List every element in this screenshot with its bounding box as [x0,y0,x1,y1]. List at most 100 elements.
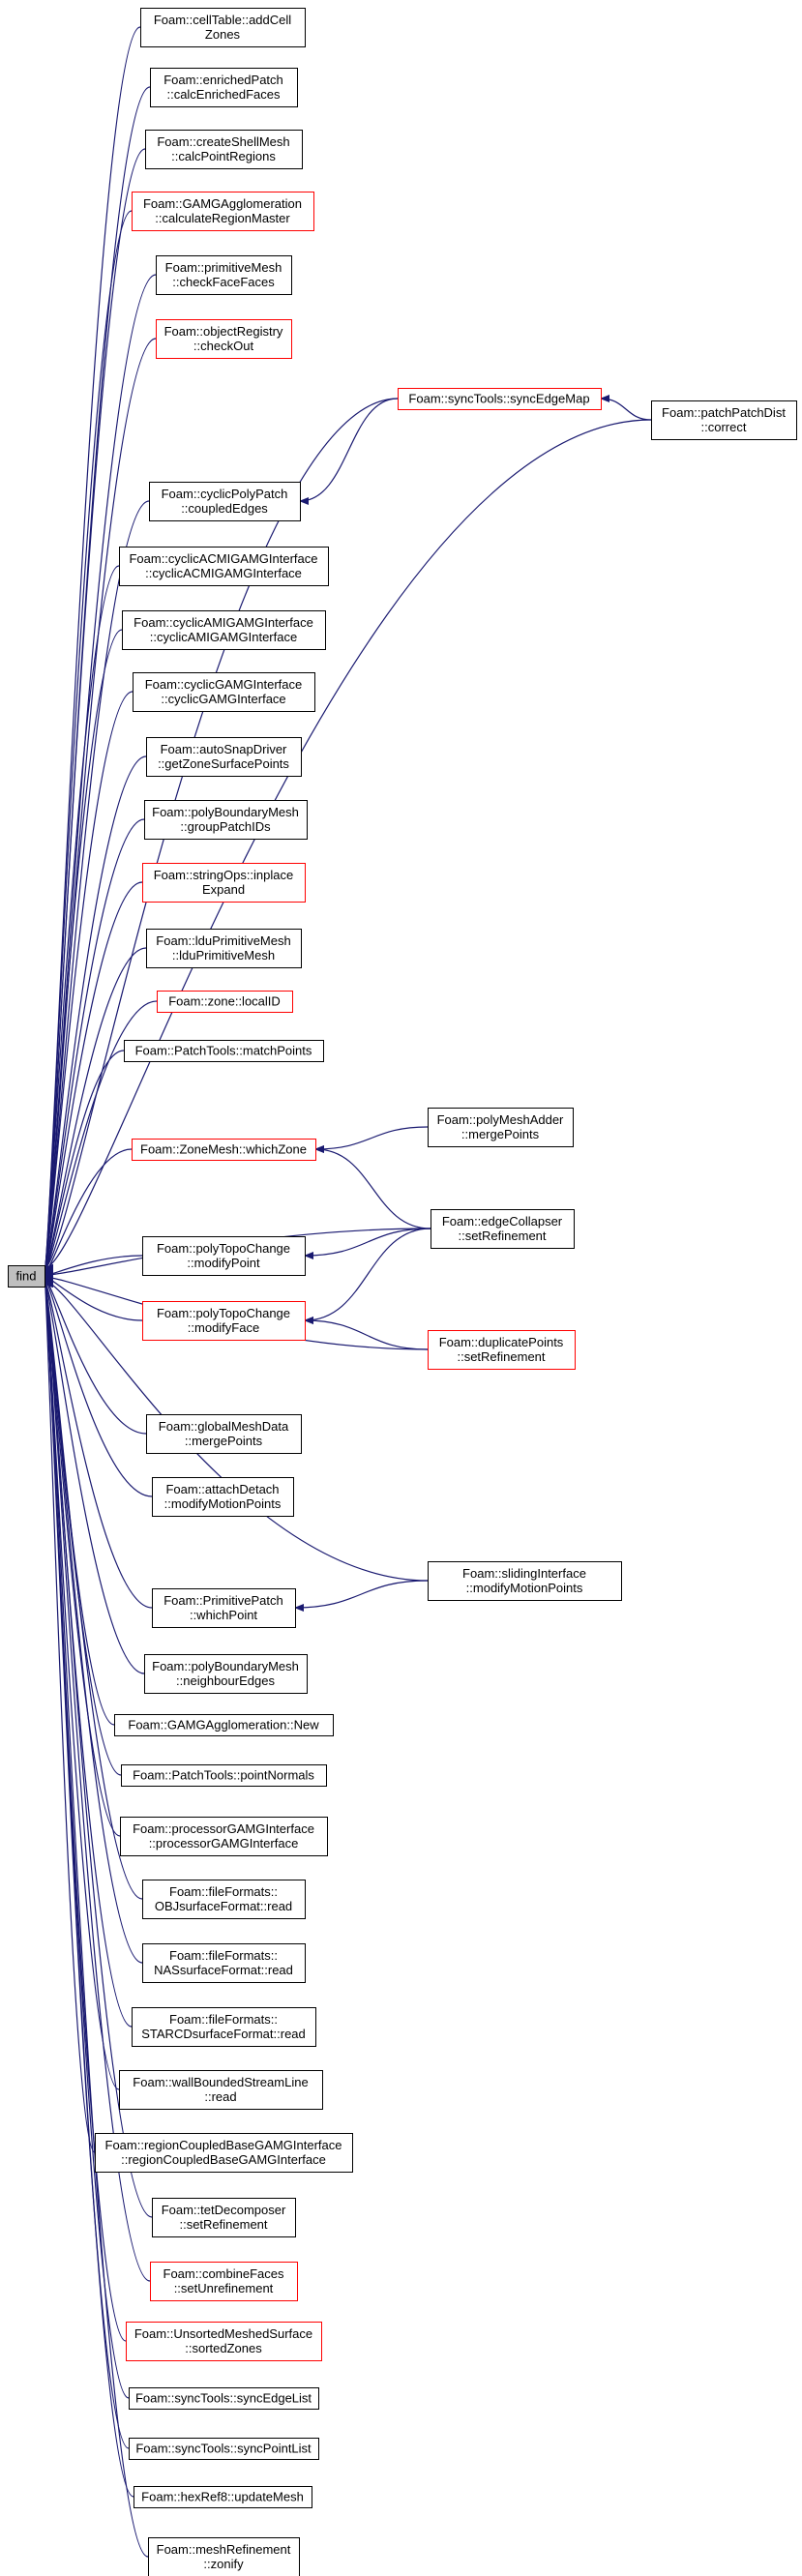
node-label: Foam::globalMeshData [159,1419,289,1434]
node-patchtools-matchpoints[interactable]: Foam::PatchTools::matchPoints [124,1040,324,1062]
node-regioncoupledbasegamginterface[interactable]: Foam::regionCoupledBaseGAMGInterface::re… [95,2133,353,2173]
node-find[interactable]: find [8,1265,45,1288]
node-label: ::setRefinement [458,1229,546,1243]
node-patchpatchdist-correct[interactable]: Foam::patchPatchDist::correct [651,400,797,440]
node-label: ::modifyMotionPoints [164,1496,282,1511]
node-label: ::regionCoupledBaseGAMGInterface [121,2152,326,2167]
node-label: Foam::polyBoundaryMesh [152,805,299,819]
edge-edgecollapser-setrefinement-to-polytopochange-modifyface [304,1228,431,1324]
node-cyclicamigamginterface[interactable]: Foam::cyclicAMIGAMGInterface::cyclicAMIG… [122,610,326,650]
node-label: ::mergePoints [185,1434,263,1448]
node-zonemesh-whichzone[interactable]: Foam::ZoneMesh::whichZone [132,1139,316,1161]
node-synctools-syncpointlist[interactable]: Foam::syncTools::syncPointList [129,2438,319,2460]
node-label: Foam::edgeCollapser [442,1214,563,1229]
node-label: ::groupPatchIDs [180,819,271,834]
edge-line [44,881,143,1273]
node-combinefaces-setunrefinement[interactable]: Foam::combineFaces::setUnrefinement [150,2262,298,2301]
node-nassurfaceformat-read[interactable]: Foam::fileFormats::NASsurfaceFormat::rea… [142,1943,306,1983]
edge-patchpatchdist-correct-to-find [44,419,652,1272]
edge-line [294,1580,429,1612]
node-cyclicacmigamginterface[interactable]: Foam::cyclicACMIGAMGInterface::cyclicACM… [119,547,329,586]
node-polyboundarymesh-grouppatchids[interactable]: Foam::polyBoundaryMesh::groupPatchIDs [144,800,308,840]
node-createshellmesh-calcpointregions[interactable]: Foam::createShellMesh::calcPointRegions [145,130,303,169]
node-cyclicgamginterface[interactable]: Foam::cyclicGAMGInterface::cyclicGAMGInt… [133,672,315,712]
node-globalmeshdata-mergepoints[interactable]: Foam::globalMeshData::mergePoints [146,1414,302,1454]
node-cyclicpolypatch-couplededges[interactable]: Foam::cyclicPolyPatch::coupledEdges [149,482,301,521]
node-lduprimitivemesh[interactable]: Foam::lduPrimitiveMesh::lduPrimitiveMesh [146,929,302,968]
node-polytopochange-modifyface[interactable]: Foam::polyTopoChange::modifyFace [142,1301,306,1341]
edge-line [44,1279,145,1674]
node-label: ::read [204,2089,236,2104]
node-gamgagglomeration-calculateregionmaster[interactable]: Foam::GAMGAgglomeration::calculateRegion… [132,192,314,231]
node-label: Foam::primitiveMesh [165,260,282,275]
edge-attachdetach-modifymotionpoints-to-find [44,1276,153,1497]
node-label: NASsurfaceFormat::read [154,1963,293,1977]
node-box [142,1880,306,1919]
node-label: Foam::zone::localID [168,994,281,1009]
node-meshrefinement-zonify[interactable]: Foam::meshRefinement::zonify [148,2537,300,2576]
node-box [150,2262,298,2301]
node-box [142,1236,306,1276]
node-label: Foam::syncTools::syncPointList [135,2442,312,2456]
edge-line [44,1280,115,1726]
node-polymeshadder-mergepoints[interactable]: Foam::polyMeshAdder::mergePoints [428,1108,574,1147]
node-label: Foam::GAMGAgglomeration::New [128,1718,319,1732]
node-enrichedpatch-calcenrichedfaces[interactable]: Foam::enrichedPatch::calcEnrichedFaces [150,68,298,107]
edge-line [44,1281,96,2153]
node-hexref8-updatemesh[interactable]: Foam::hexRef8::updateMesh [134,2486,312,2508]
node-processorgamginterface[interactable]: Foam::processorGAMGInterface::processorG… [120,1817,328,1856]
node-primitivemesh-checkfacefaces[interactable]: Foam::primitiveMesh::checkFaceFaces [156,255,292,295]
node-box [114,1714,334,1736]
node-unsortedmeshedsurface-sortedzones[interactable]: Foam::UnsortedMeshedSurface::sortedZones [126,2322,322,2361]
node-label: ::sortedZones [185,2341,262,2355]
node-autosnapdriver-getzonesurfacepoints[interactable]: Foam::autoSnapDriver::getZoneSurfacePoin… [146,737,302,777]
node-starcdsurfaceformat-read[interactable]: Foam::fileFormats::STARCDsurfaceFormat::… [132,2007,316,2047]
node-label: Foam::objectRegistry [164,324,283,339]
node-box [156,319,292,359]
edge-patchtools-pointnormals-to-find [44,1280,122,1776]
node-objectregistry-checkout[interactable]: Foam::objectRegistry::checkOut [156,319,292,359]
node-box [149,482,301,521]
node-label: OBJsurfaceFormat::read [155,1899,292,1913]
node-label: Expand [202,882,245,897]
node-objsurfaceformat-read[interactable]: Foam::fileFormats::OBJsurfaceFormat::rea… [142,1880,306,1919]
node-attachdetach-modifymotionpoints[interactable]: Foam::attachDetach::modifyMotionPoints [152,1477,294,1517]
node-tetdecomposer-setrefinement[interactable]: Foam::tetDecomposer::setRefinement [152,2198,296,2237]
node-edgecollapser-setrefinement[interactable]: Foam::edgeCollapser::setRefinement [431,1209,575,1249]
edge-line [44,1281,130,2399]
node-label: ::whichPoint [190,1608,257,1622]
node-synctools-syncedgelist[interactable]: Foam::syncTools::syncEdgeList [129,2387,319,2410]
node-synctools-syncedgemap[interactable]: Foam::syncTools::syncEdgeMap [398,388,602,410]
node-label: Foam::cyclicAMIGAMGInterface [134,615,313,630]
node-primitivepatch-whichpoint[interactable]: Foam::PrimitivePatch::whichPoint [152,1588,296,1628]
node-label: ::modifyFace [188,1320,259,1335]
edge-line [304,1228,431,1259]
node-label: ::setUnrefinement [174,2281,274,2295]
node-label: ::coupledEdges [181,501,268,516]
node-box [150,68,298,107]
edge-line [44,1281,127,2342]
node-duplicatepoints-setrefinement[interactable]: Foam::duplicatePoints::setRefinement [428,1330,576,1370]
node-gamgagglomeration-new[interactable]: Foam::GAMGAgglomeration::New [114,1714,334,1736]
edge-line [44,1281,151,2282]
edge-line [44,1148,133,1278]
node-box [157,991,293,1013]
node-label: find [16,1269,37,1284]
node-box [431,1209,575,1249]
edge-zonemesh-whichzone-to-find [44,1148,133,1278]
node-label: Foam::cyclicGAMGInterface [145,677,303,692]
node-patchtools-pointnormals[interactable]: Foam::PatchTools::pointNormals [121,1764,327,1787]
node-box [124,1040,324,1062]
node-polyboundarymesh-neighbouredges[interactable]: Foam::polyBoundaryMesh::neighbourEdges [144,1654,308,1694]
node-wallboundedstreamline-read[interactable]: Foam::wallBoundedStreamLine::read [119,2070,323,2110]
edge-line [44,1276,153,1497]
node-slidinginterface-modifymotionpoints[interactable]: Foam::slidingInterface::modifyMotionPoin… [428,1561,622,1601]
node-zone-localid[interactable]: Foam::zone::localID [157,991,293,1013]
edge-duplicatepoints-setrefinement-to-polytopochange-modifyface [304,1317,429,1350]
edge-line [44,1280,143,1900]
edge-line [44,629,123,1272]
node-polytopochange-modifypoint[interactable]: Foam::polyTopoChange::modifyPoint [142,1236,306,1276]
edge-line [44,1280,143,1964]
